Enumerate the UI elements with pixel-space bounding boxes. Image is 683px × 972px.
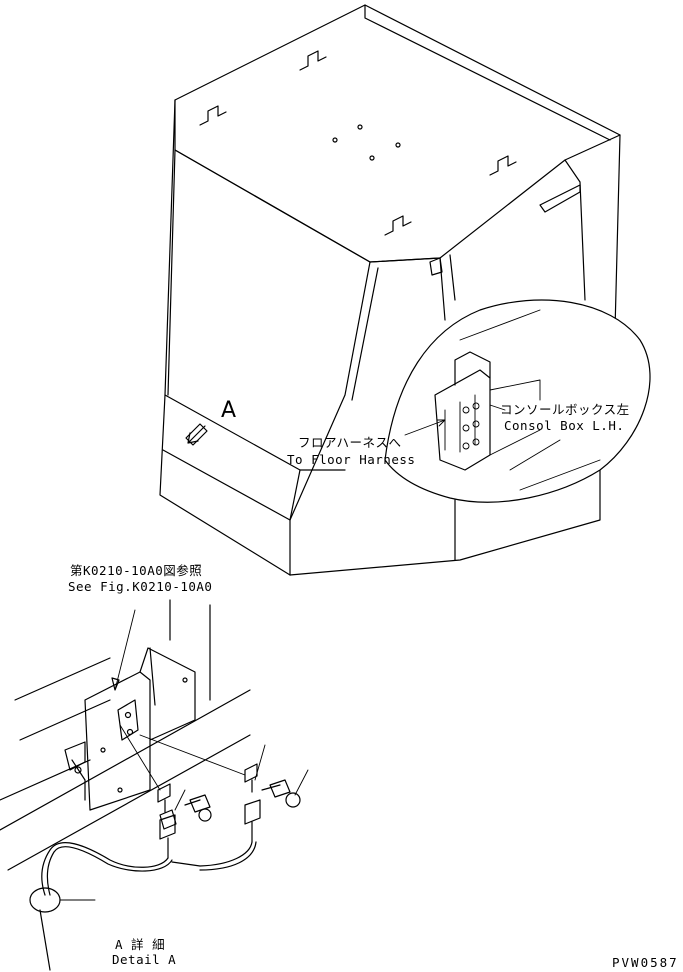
detail-a-title-en: Detail A [112, 952, 177, 967]
console-detail-callout [384, 299, 651, 503]
drawing-number: PVW0587 [612, 955, 679, 970]
console-box-label-jp: コンソールボックス左 [500, 402, 630, 417]
detail-a-title-jp: A 詳 細 [115, 937, 166, 952]
cab-illustration [159, 4, 621, 576]
reference-label-jp: 第K0210-10A0図参照 [70, 563, 203, 578]
console-box-label-en: Consol Box L.H. [504, 418, 625, 433]
detail-a-illustration [0, 599, 309, 971]
floor-harness-label-jp: フロアハーネスへ [298, 435, 402, 450]
view-marker-a: A [221, 398, 237, 423]
reference-label-en: See Fig.K0210-10A0 [68, 579, 213, 594]
floor-harness-label-en: To Floor Harness [287, 452, 416, 467]
